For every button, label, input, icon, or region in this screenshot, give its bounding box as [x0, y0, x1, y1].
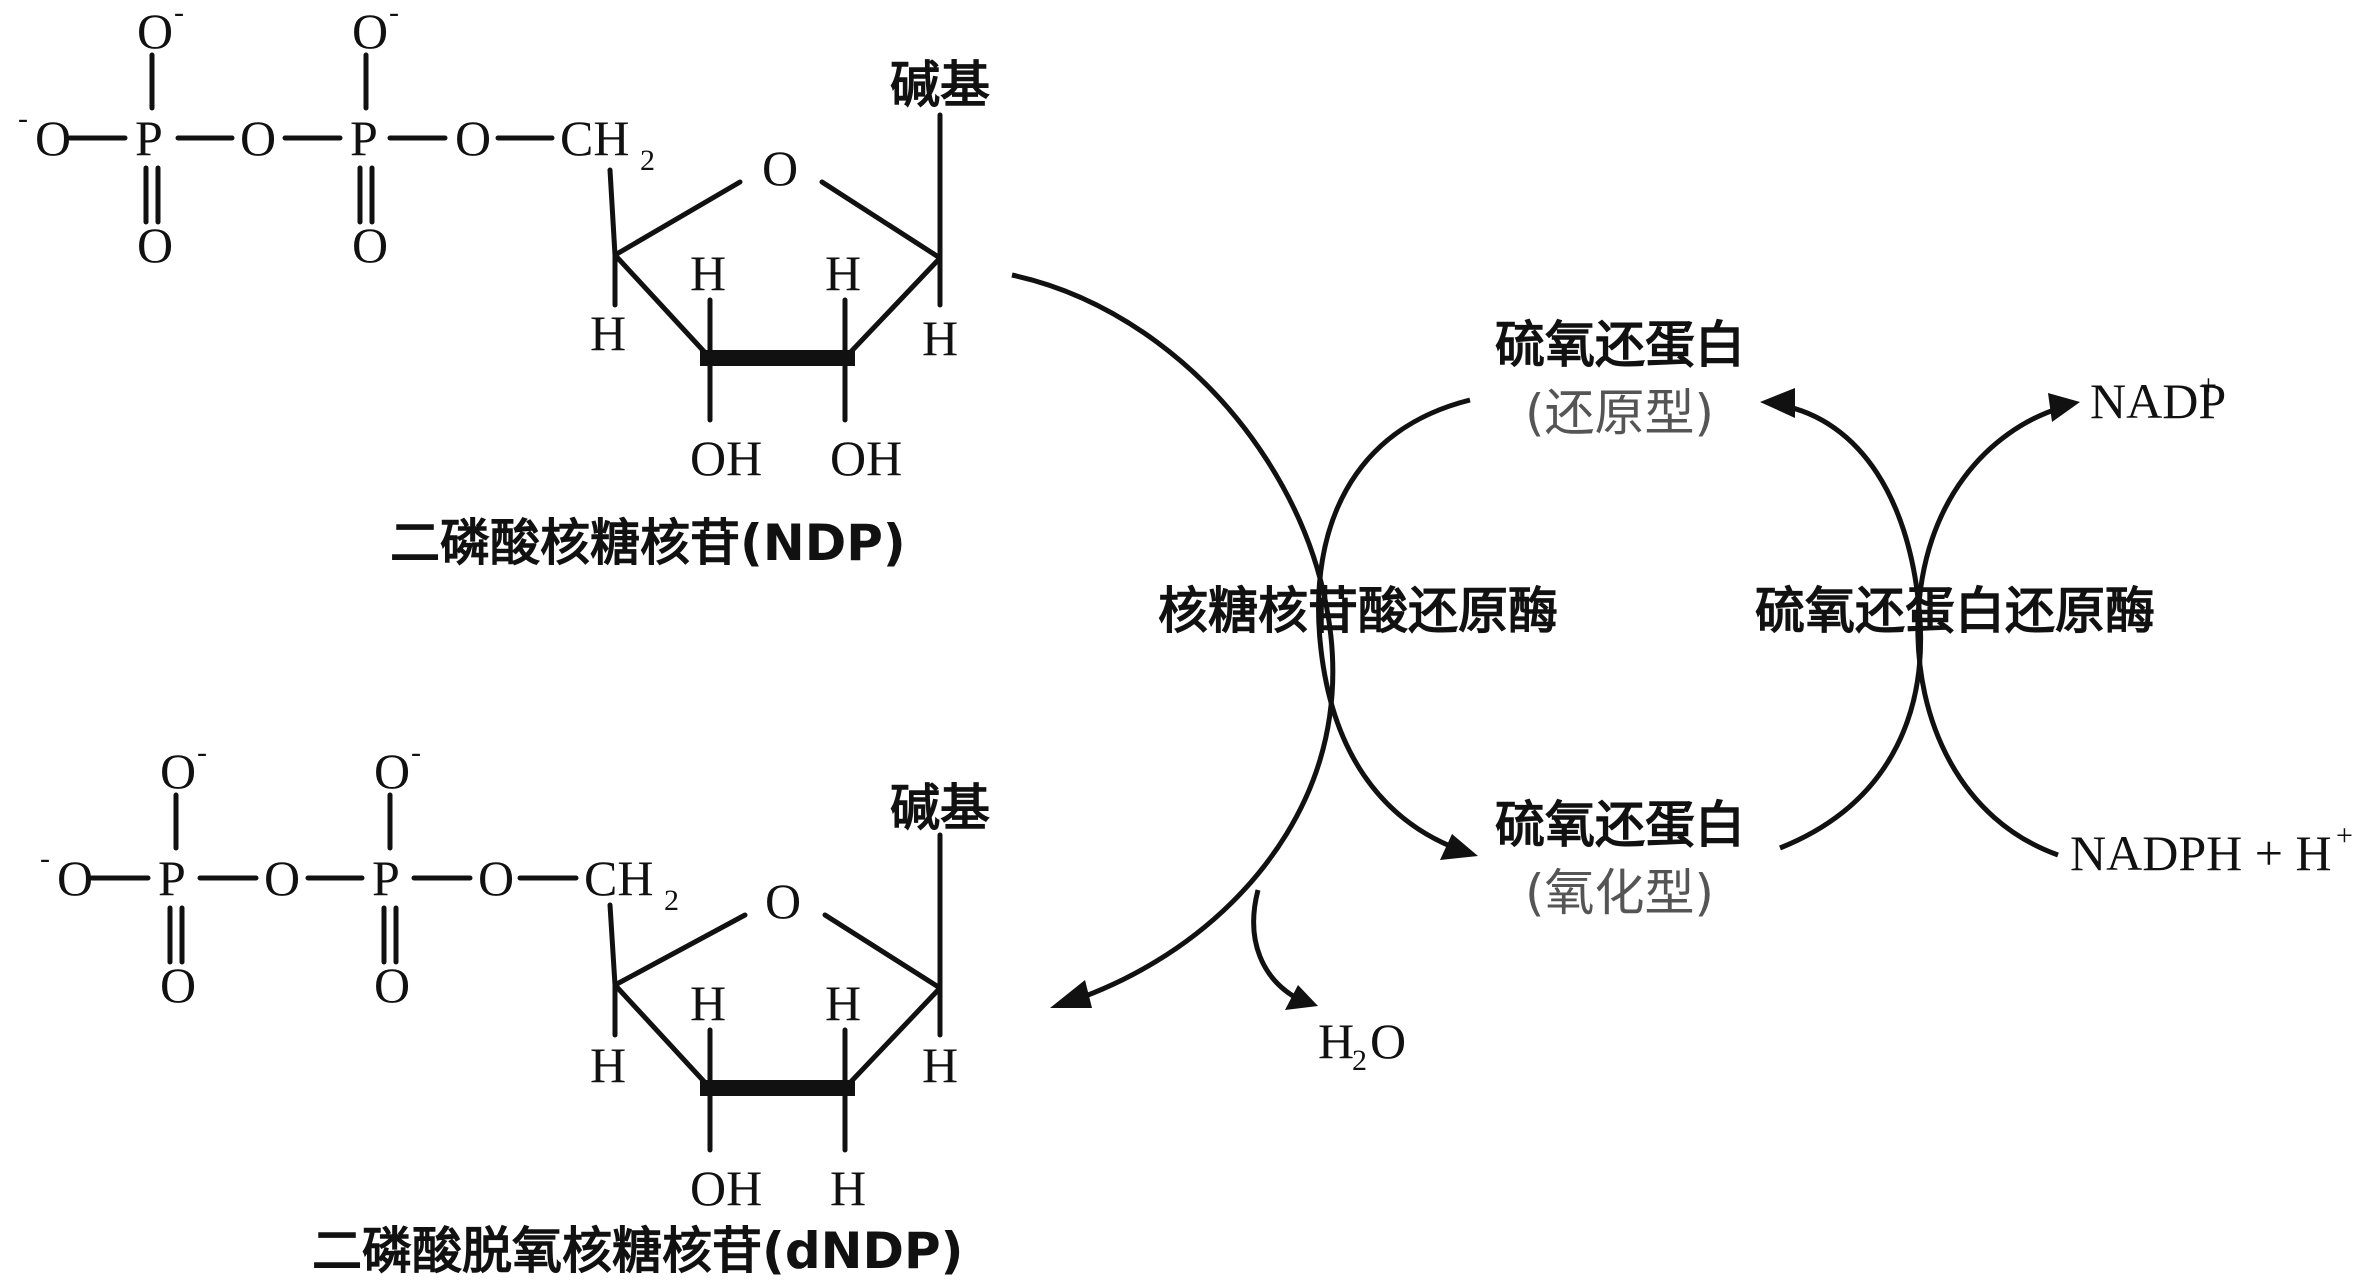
oxygen-atom: O	[137, 3, 173, 59]
thioredoxin-arc	[1316, 397, 1471, 853]
ndp-structure: - O P O P O CH 2 O - O - O O O 碱基 H H H …	[18, 0, 990, 572]
oxygen-atom: O	[240, 110, 276, 166]
hydrogen-atom: H	[690, 245, 726, 301]
bond	[842, 255, 943, 361]
hydrogen-atom: H	[590, 305, 626, 361]
ring-oxygen: O	[765, 873, 801, 929]
arrowhead	[1760, 388, 1795, 418]
hydrogen-atom: H	[922, 310, 958, 366]
oxygen-atom: O	[35, 110, 71, 166]
water-o: O	[1370, 1013, 1406, 1069]
bond	[842, 985, 943, 1091]
arrowhead	[2048, 393, 2080, 422]
hydrogen-atom: H	[590, 1037, 626, 1093]
oxygen-atom: O	[160, 743, 196, 799]
hydrogen-atom: H	[825, 245, 861, 301]
oxygen-atom: O	[264, 850, 300, 906]
bond	[607, 902, 618, 988]
enzyme-ribonucleotide-reductase: 核糖核苷酸还原酶	[1158, 582, 1558, 640]
bond	[612, 179, 743, 258]
main-reaction-arrow	[1011, 272, 1336, 1008]
h-charge: +	[2336, 819, 2353, 852]
oxygen-atom: O	[352, 217, 388, 273]
base-label: 碱基	[890, 779, 990, 837]
thioredoxin-oxidized-label: 硫氧还蛋白	[1495, 796, 1745, 854]
oxygen-atom: O	[374, 743, 410, 799]
minus-sign: -	[411, 736, 421, 769]
subscript: 2	[640, 144, 655, 177]
water-h: H	[1318, 1013, 1354, 1069]
phosphorus-atom: P	[350, 110, 378, 166]
minus-sign: -	[18, 102, 28, 135]
base-label: 碱基	[890, 56, 990, 114]
hydroxyl-group: OH	[830, 430, 902, 486]
dndp-structure: - O P O P O CH 2 O - O - O O O 碱基 H H H …	[40, 736, 990, 1280]
bond	[612, 982, 713, 1091]
nadp-label: NADP	[2090, 373, 2226, 429]
arrowhead	[1050, 980, 1092, 1008]
oxygen-atom: O	[455, 110, 491, 166]
minus-sign: -	[389, 0, 399, 29]
bond	[822, 912, 943, 991]
thioredoxin-reduced-label: 硫氧还蛋白	[1495, 316, 1745, 374]
hydrogen-atom: H	[830, 1160, 866, 1216]
arrowhead	[1440, 834, 1478, 860]
bond	[612, 252, 713, 361]
hydrogen-atom: H	[922, 1037, 958, 1093]
nadph-label: NADPH + H	[2070, 825, 2332, 881]
oxygen-atom: O	[160, 957, 196, 1013]
bond	[819, 179, 943, 261]
arrowhead	[1285, 985, 1318, 1010]
bond	[612, 912, 748, 988]
bond	[607, 167, 618, 258]
subscript: 2	[664, 884, 679, 917]
reduced-form-label: (还原型)	[1525, 384, 1714, 442]
reaction-labels: 核糖核苷酸还原酶 硫氧还蛋白还原酶 硫氧还蛋白 (还原型) 硫氧还蛋白 (氧化型…	[1158, 316, 2353, 1077]
hydrogen-atom: H	[825, 975, 861, 1031]
phosphorus-atom: P	[135, 110, 163, 166]
phosphorus-atom: P	[158, 850, 186, 906]
minus-sign: -	[197, 736, 207, 769]
nadp-charge: +	[2200, 369, 2217, 402]
ch-group: CH	[584, 850, 653, 906]
hydroxyl-group: OH	[690, 430, 762, 486]
water-branch-arrow	[1251, 889, 1302, 1003]
phosphorus-atom: P	[372, 850, 400, 906]
minus-sign: -	[40, 842, 50, 875]
nadph-arc	[1915, 405, 2061, 858]
oxygen-atom: O	[137, 217, 173, 273]
dndp-name: 二磷酸脱氧核糖核苷(dNDP)	[312, 1222, 964, 1280]
oxygen-atom: O	[374, 957, 410, 1013]
reaction-arrows	[1011, 272, 2080, 1010]
water-subscript: 2	[1352, 1044, 1367, 1077]
oxygen-atom: O	[57, 850, 93, 906]
oxygen-atom: O	[478, 850, 514, 906]
hydrogen-atom: H	[690, 975, 726, 1031]
ndp-name: 二磷酸核糖核苷(NDP)	[390, 514, 906, 572]
ring-oxygen: O	[762, 140, 798, 196]
oxygen-atom: O	[352, 3, 388, 59]
hydroxyl-group: OH	[690, 1160, 762, 1216]
enzyme-thioredoxin-reductase: 硫氧还蛋白还原酶	[1755, 582, 2155, 640]
minus-sign: -	[174, 0, 184, 29]
ch-group: CH	[560, 110, 629, 166]
oxidized-form-label: (氧化型)	[1525, 864, 1714, 922]
